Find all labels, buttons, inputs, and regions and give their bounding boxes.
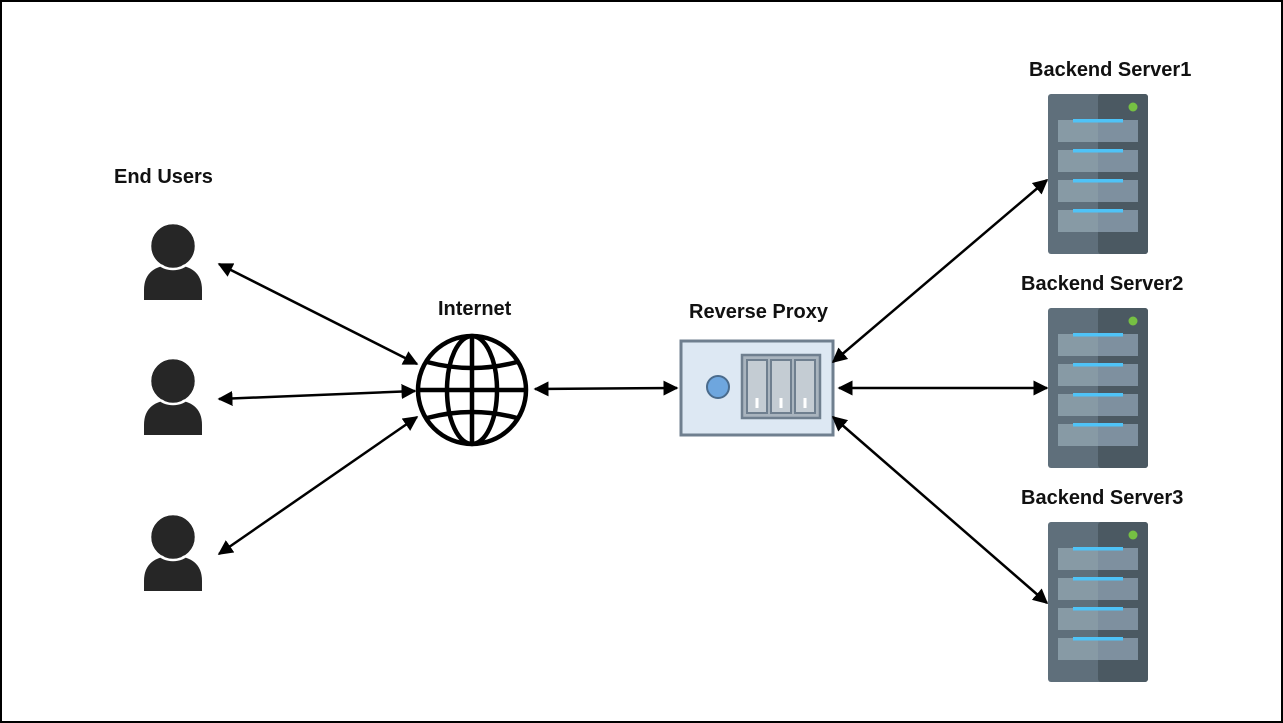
connector-user3-internet [217,415,419,556]
end-users-label: End Users [114,166,213,188]
server-rack-icon [1048,94,1148,254]
user-icon [141,356,205,438]
connector-user1-internet [217,262,419,366]
connector-proxy-server3 [831,416,1049,604]
proxy-appliance-icon [679,339,835,437]
globe-icon [415,333,529,447]
backend-server-2-label: Backend Server2 [1021,273,1184,295]
internet-label: Internet [438,298,512,320]
reverse-proxy-label: Reverse Proxy [689,301,828,323]
connector-proxy-server1 [831,179,1049,363]
user-icon [141,512,205,594]
server-rack-icon [1048,522,1148,682]
backend-server-3-label: Backend Server3 [1021,487,1184,509]
connector-user2-internet [217,384,417,406]
backend-server-1-label: Backend Server1 [1029,59,1192,81]
connector-internet-proxy [533,380,679,397]
server-rack-icon [1048,308,1148,468]
user-icon [141,221,205,303]
